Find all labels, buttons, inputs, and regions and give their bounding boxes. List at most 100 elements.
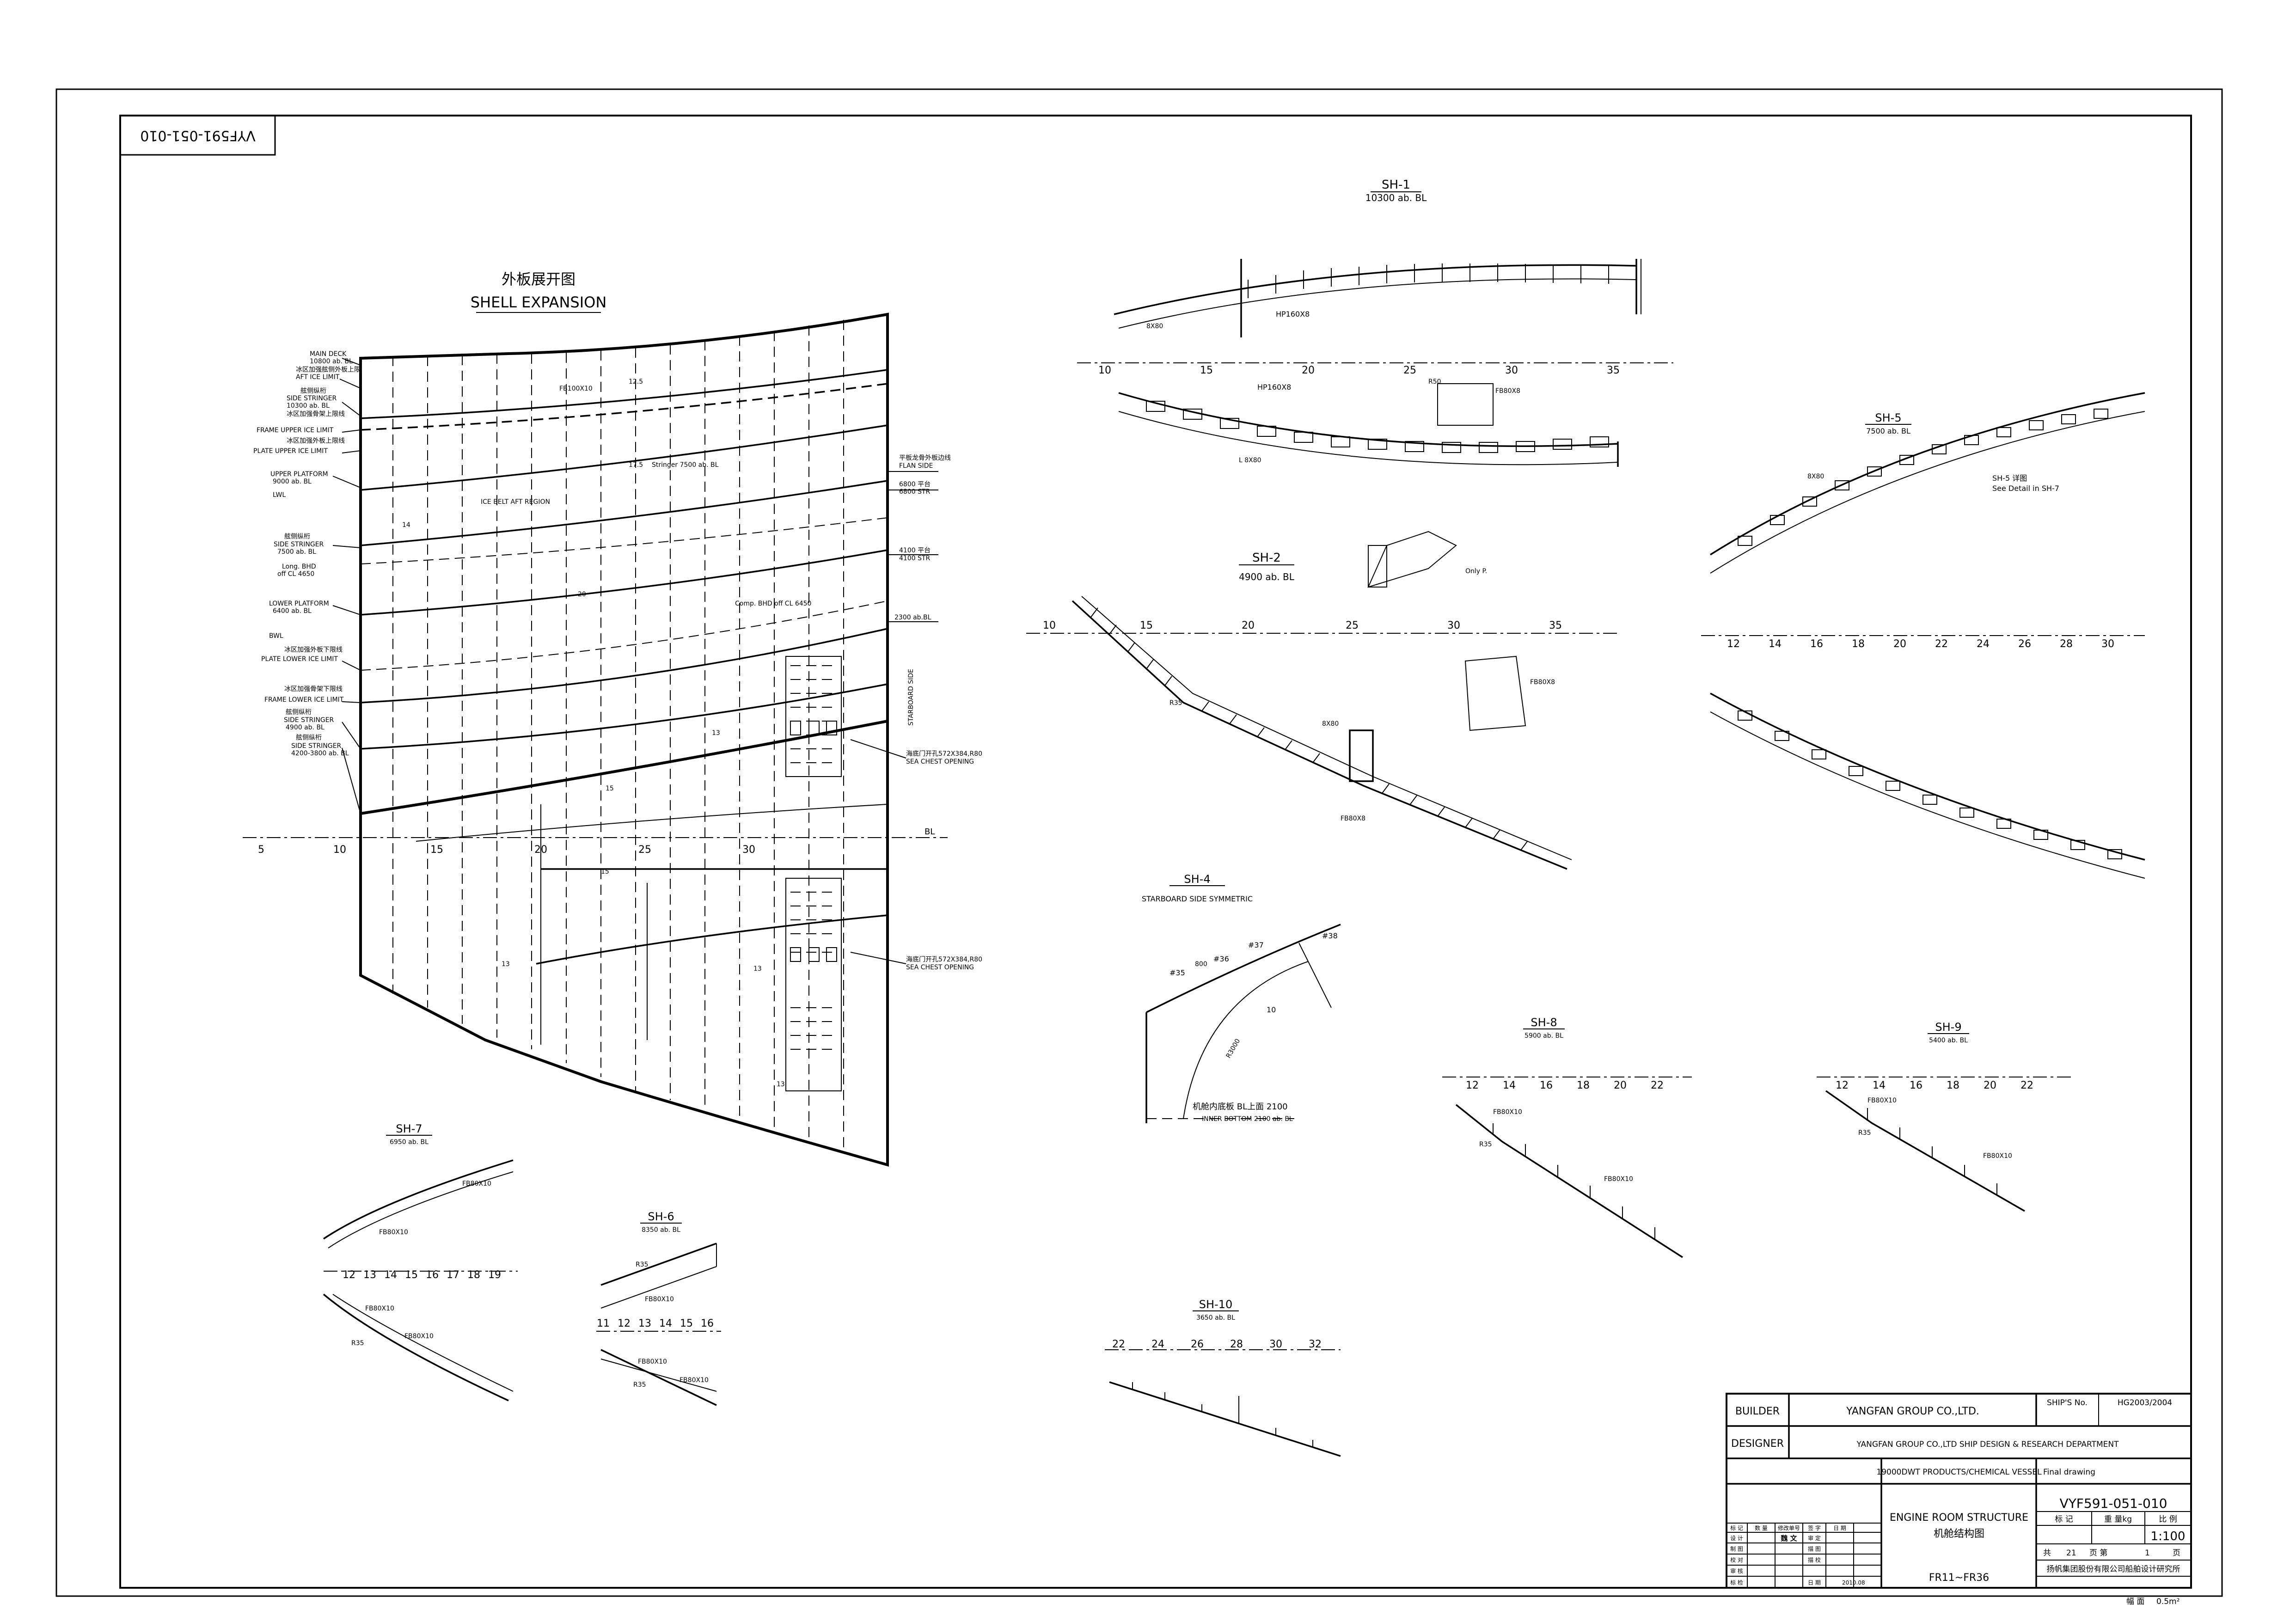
frame-number: 20 bbox=[1893, 638, 1906, 650]
frame-number: 14 bbox=[659, 1318, 672, 1329]
thickness-label: 15 bbox=[601, 868, 609, 875]
sh8-plating bbox=[1455, 1104, 1683, 1258]
sh7-lower-plating-inner bbox=[332, 1294, 514, 1392]
flat-keel-line bbox=[416, 804, 888, 842]
frame-number: 10 bbox=[1043, 620, 1056, 631]
frame-number: 28 bbox=[1230, 1339, 1243, 1350]
sh6-lower-plating bbox=[600, 1349, 717, 1406]
frame-number: 30 bbox=[742, 844, 755, 856]
right-label-sub: 海底门开孔572X384,R80 bbox=[906, 956, 982, 963]
weight-label: 重 量kg bbox=[2104, 1515, 2132, 1524]
frame-number: 14 bbox=[384, 1269, 397, 1281]
sh1-note: 8X80 bbox=[1146, 323, 1163, 330]
sh1-note: HP160X8 bbox=[1257, 383, 1291, 392]
sh2-plating bbox=[1071, 600, 1567, 870]
frame-number: 14 bbox=[1873, 1080, 1886, 1091]
frame-number: 30 bbox=[1505, 365, 1518, 376]
left-label-sub: 10300 ab. BL bbox=[287, 402, 330, 410]
sh7-note: FB80X10 bbox=[404, 1333, 434, 1340]
section-sh-4: SH-4 STARBOARD SIDE SYMMETRIC #36 #37 #3… bbox=[1142, 873, 1341, 1123]
frame-number: 16 bbox=[701, 1318, 714, 1329]
frame-number: 16 bbox=[426, 1269, 439, 1281]
sh4-note: #37 bbox=[1248, 941, 1264, 949]
sh7-upper-plating bbox=[323, 1159, 514, 1240]
sign-name: 魏 文 bbox=[1780, 1534, 1797, 1542]
right-label: 2300 ab.BL bbox=[894, 614, 931, 621]
sh1-lower-plating-inner bbox=[1118, 411, 1618, 465]
sign-role: 校 对 bbox=[1730, 1556, 1743, 1563]
shell-left-labels: MAIN DECK 10800 ab. BL 冰区加强舷侧外板上限 AFT IC… bbox=[253, 350, 361, 814]
frame-number: 30 bbox=[2101, 638, 2114, 650]
sh4-bracket bbox=[1183, 961, 1309, 1119]
drawing-title-en: ENGINE ROOM STRUCTURE bbox=[1890, 1512, 2028, 1524]
sh1-note: R50 bbox=[1428, 378, 1441, 386]
frame-number: 30 bbox=[1447, 620, 1460, 631]
sh9-note: FB80X10 bbox=[1867, 1097, 1897, 1104]
left-label-sub: 6400 ab. BL bbox=[273, 607, 312, 615]
sh5-lower-plating bbox=[1710, 692, 2145, 861]
sh2-note: FB80X8 bbox=[1341, 815, 1365, 822]
lower-hull-line bbox=[536, 914, 888, 965]
sh7-note: R35 bbox=[351, 1340, 364, 1347]
frame-number: 20 bbox=[1614, 1080, 1627, 1091]
sheet-label: 页 第 bbox=[2089, 1549, 2107, 1558]
frame-number: 19 bbox=[488, 1269, 501, 1281]
area-label: 幅 面 bbox=[2126, 1597, 2144, 1606]
section-sh-10: SH-10 3650 ab. BL 22 24 26 28 30 32 bbox=[1105, 1298, 1341, 1457]
left-label-sub: 4200-3800 ab. BL bbox=[291, 750, 349, 757]
sea-chest-lower bbox=[785, 878, 842, 1091]
left-label: AFT ICE LIMIT bbox=[296, 373, 340, 381]
left-label: SIDE STRINGER bbox=[287, 395, 337, 402]
rev-header: 签 字 bbox=[1808, 1524, 1821, 1531]
left-label: SIDE STRINGER bbox=[284, 716, 334, 724]
sh4-note: 10 bbox=[1267, 1005, 1276, 1014]
scale-value: 1:100 bbox=[2151, 1530, 2186, 1543]
section-sh-9: SH-9 5400 ab. BL 12 14 16 18 20 22 FB80X… bbox=[1817, 1021, 2071, 1212]
sh7-lower-plating bbox=[323, 1293, 509, 1402]
designer-label: DESIGNER bbox=[1731, 1438, 1784, 1450]
shell-expansion-title-en: SHELL EXPANSION bbox=[471, 294, 607, 311]
scale-label: 比 例 bbox=[2159, 1515, 2177, 1524]
frame-number: 25 bbox=[1346, 620, 1359, 631]
frame-number: 30 bbox=[1269, 1339, 1282, 1350]
frame-number: 22 bbox=[1112, 1339, 1125, 1350]
section-level: 3650 ab. BL bbox=[1196, 1314, 1235, 1322]
frame-number: 20 bbox=[1984, 1080, 1996, 1091]
sign-role: 设 计 bbox=[1730, 1535, 1743, 1542]
right-label-sub: 6800 STR bbox=[899, 488, 931, 496]
section-sh-2: SH-2 4900 ab. BL 10 15 20 25 30 35 Only … bbox=[1026, 531, 1618, 870]
sh10-plating bbox=[1109, 1381, 1341, 1457]
sh8-note: R35 bbox=[1479, 1141, 1492, 1148]
left-label-sub: off CL 4650 bbox=[277, 570, 314, 578]
long-bhd-line bbox=[360, 517, 888, 564]
sh4-note: #36 bbox=[1213, 955, 1229, 963]
section-level: STARBOARD SIDE SYMMETRIC bbox=[1142, 894, 1253, 903]
frame-number: 18 bbox=[1947, 1080, 1959, 1091]
section-sh-7: SH-7 6950 ab. BL FB80X10 FB80X10 12 13 1… bbox=[323, 1122, 518, 1402]
section-level: 5900 ab. BL bbox=[1525, 1032, 1563, 1040]
rev-header: 修改单号 bbox=[1778, 1524, 1800, 1531]
section-level: 8350 ab. BL bbox=[642, 1226, 680, 1234]
builder-name: YANGFAN GROUP CO.,LTD. bbox=[1846, 1406, 1979, 1417]
frame-number: 32 bbox=[1309, 1339, 1322, 1350]
sh4-note: R3000 bbox=[1225, 1038, 1242, 1059]
drawing-number-stamp: VYF591-051-010 bbox=[119, 115, 276, 156]
sh9-plating bbox=[1825, 1090, 2025, 1212]
left-label: PLATE UPPER ICE LIMIT bbox=[253, 447, 328, 455]
sh4-note: INNER BOTTOM 2100 ab. BL bbox=[1202, 1115, 1293, 1123]
sh1-lower-plating bbox=[1118, 392, 1618, 447]
stamp-text: VYF591-051-010 bbox=[140, 128, 256, 144]
left-label: BWL bbox=[269, 632, 283, 640]
section-id: SH-8 bbox=[1531, 1016, 1557, 1029]
frame-number: 12 bbox=[1836, 1080, 1849, 1091]
sign-role2: 描 图 bbox=[1808, 1546, 1821, 1552]
frame-number: 18 bbox=[1852, 638, 1865, 650]
frame-number: 10 bbox=[1098, 365, 1111, 376]
left-label-cn: 冰区加强骨架上限线 bbox=[287, 410, 345, 418]
frame-number: 12 bbox=[1727, 638, 1740, 650]
left-label: LOWER PLATFORM bbox=[269, 600, 329, 607]
left-label-cn: 舷侧纵桁 bbox=[296, 734, 322, 741]
sh5-note: 8X80 bbox=[1807, 473, 1824, 480]
sh4-note: #38 bbox=[1322, 931, 1338, 940]
